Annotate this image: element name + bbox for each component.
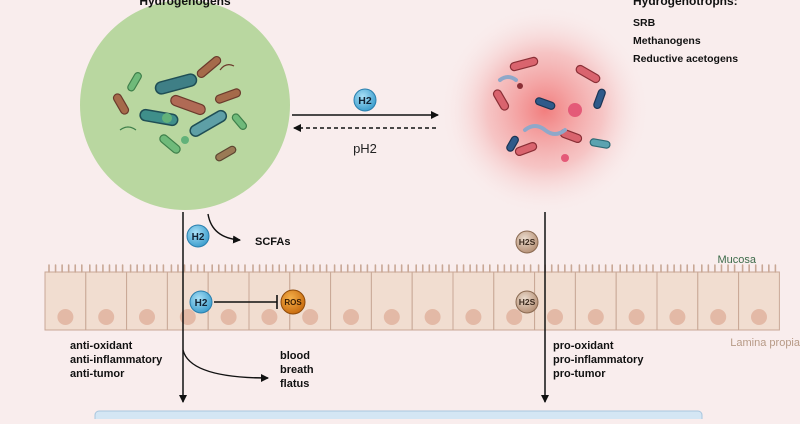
ros-molecule-icon: ROS [280,289,306,315]
scfas-label: SCFAs [255,236,290,248]
hydrogenotroph-group-srb: SRB [633,17,656,29]
h2-mucosa-label: H2 [195,298,208,309]
output-blood: blood [280,350,310,362]
microvilli [497,264,532,273]
cell-nucleus [751,309,767,325]
h2s-molecule-icon: H2S [515,230,539,254]
hydrogenotrophs-title: Hydrogenotrophs: [633,0,738,8]
cell-nucleus [710,309,727,325]
cell-nucleus [302,309,319,325]
ph2-label: pH2 [353,141,377,156]
h2s-molecule-icon: H2S [515,290,539,314]
cell-nucleus [343,309,359,325]
h2s-lumen-label: H2S [519,237,536,247]
hydrogenotroph-bacteria-icon [492,56,611,162]
cell-nucleus [98,309,115,325]
h2-molecule-icon: H2 [186,224,210,248]
effect-pro-tumor: pro-tumor [553,368,606,380]
cell-nucleus [261,309,278,325]
microvilli [537,264,573,273]
hydrogenogens-community: Hydrogenogens [80,0,290,210]
microvilli [701,264,736,273]
microvilli [211,264,246,273]
hydrogenogen-bacteria-icon [112,55,248,162]
cell-nucleus [220,309,237,325]
microvilli [660,264,695,273]
cell-nucleus [669,309,686,325]
cell-nucleus [587,309,604,325]
microvilli [741,264,777,273]
effect-anti-tumor: anti-tumor [70,368,125,380]
microvilli [333,264,369,273]
hydrogenotrophs-glow [440,5,650,215]
microvilli [129,264,165,273]
intestinal-epithelium [44,264,780,331]
bottom-panel [94,410,703,424]
h2-molecule-icon: H2 [353,88,377,112]
microvilli [293,264,328,273]
excretion-arrow [182,349,269,382]
cell-nucleus [628,309,645,325]
microvilli [252,264,287,273]
hydrogenogen-pathway: SCFAs H2 H2 ROS blood breath flatus anti… [70,212,314,403]
microvilli [415,264,450,273]
h2-molecule-icon: H2 [189,290,213,314]
hydrogenotroph-pathway: H2S H2S pro-oxidant pro-inflammatory pro… [515,212,644,403]
microvilli [89,264,124,273]
cell-nucleus [57,309,74,325]
microvilli [619,264,654,273]
effect-anti-oxidant: anti-oxidant [70,340,133,352]
cell-nucleus [547,309,563,325]
output-breath: breath [280,364,314,376]
output-flatus: flatus [280,378,309,390]
hydrogenotrophs-community: Hydrogenotrophs: SRB Methanogens Reducti… [440,0,738,215]
cell-nucleus [465,309,482,325]
microvilli [578,264,613,273]
microvilli [374,264,409,273]
ros-label: ROS [284,298,302,307]
cell-nucleus [179,309,196,325]
hydrogenotroph-group-acetogens: Reductive acetogens [633,53,738,65]
h2-exchange-label: H2 [358,95,372,107]
hydrogenotroph-group-methanogens: Methanogens [633,35,701,47]
scfas-arrow [207,213,241,244]
cell-nucleus [383,309,400,325]
h2-lumen-label: H2 [192,232,205,243]
lamina-propia-label: Lamina propia [730,337,800,349]
cell-nucleus [424,309,441,325]
cell-nucleus [506,309,523,325]
microvilli [456,264,491,273]
h2-exchange: H2 pH2 [292,88,439,156]
hydrogenogens-title: Hydrogenogens [139,0,231,8]
effect-anti-inflammatory: anti-inflammatory [70,354,163,366]
h2s-mucosa-label: H2S [519,297,536,307]
effect-pro-inflammatory: pro-inflammatory [553,354,644,366]
mucosa-label: Mucosa [717,254,756,266]
effect-pro-oxidant: pro-oxidant [553,340,614,352]
microvilli [48,264,83,273]
cell-nucleus [139,309,155,325]
microvilli [170,264,205,273]
